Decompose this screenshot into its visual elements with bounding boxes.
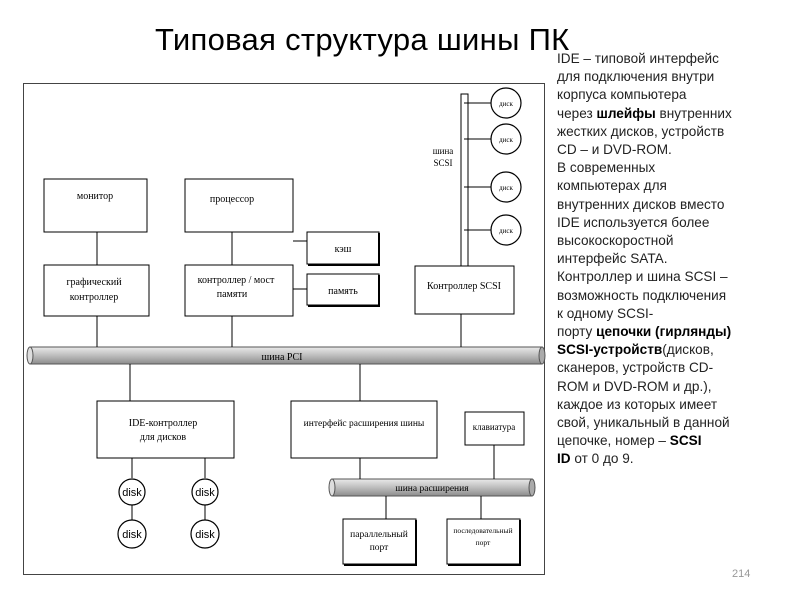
parallel-port-label-line2: порт [370, 543, 389, 553]
monitor-label: монитор [77, 191, 113, 202]
scsi-disk-2-label: диск [499, 136, 513, 144]
keyboard-box [464, 411, 525, 446]
ide-controller-label-line2: для дисков [140, 432, 186, 443]
scsi-disk-4 [490, 214, 522, 246]
p1-line: корпуса компьютера [557, 87, 687, 103]
ide-disk-4-label: disk [195, 529, 215, 541]
expansion-bus-label: шина расширения [395, 484, 469, 494]
scsi-bus-label-line2: SCSI [433, 158, 452, 168]
scsi-disk-1-label: диск [499, 100, 513, 108]
p3-line: Контроллер и шина SCSI – [557, 269, 728, 285]
p3-id: ID [557, 451, 571, 467]
parallel-port-box [342, 518, 417, 565]
scsi-controller-box [414, 265, 515, 315]
graphics-controller-label-line2: контроллер [70, 292, 118, 303]
scsi-disk-4-label: диск [499, 227, 513, 235]
ide-disk-2 [191, 478, 219, 506]
memory-controller-label-line1: контроллер / мост [198, 275, 275, 286]
scsi-disk-3 [490, 171, 522, 203]
serial-port-label-line1: последовательный [453, 526, 512, 535]
scsi-controller-label: Контроллер SCSI [427, 281, 501, 292]
p3-line: SCSI-устройств(дисков, [557, 341, 772, 359]
diagram-canvas: шина PCI шина расширения шина SCSI [26, 87, 546, 566]
p3-line: ID от 0 до 9. [557, 450, 772, 468]
pci-bus-label: шина PCI [262, 352, 303, 363]
p2-line: компьютерах для [557, 178, 667, 194]
ide-disk-2-label: disk [195, 487, 215, 499]
p3-line: каждое из которых имеет [557, 396, 718, 412]
p1-line: для подключения внутри [557, 69, 715, 85]
memory-label: память [328, 286, 358, 297]
p2-line: интерфейс SATA. [557, 251, 668, 267]
processor-box [184, 178, 294, 233]
p3-port: порту [557, 324, 597, 340]
p3-line: цепочке, номер – SCSI [557, 432, 772, 450]
ide-disk-1 [118, 478, 146, 506]
memory-controller-box [184, 264, 294, 317]
pci-bus: шина PCI [26, 346, 546, 365]
memory-controller-label-line2: памяти [217, 289, 248, 300]
scsi-disk-2 [490, 123, 522, 155]
ide-disk-4 [190, 519, 220, 549]
monitor-box [43, 178, 148, 233]
graphics-controller-box [43, 264, 150, 317]
p3-chain: цепочке, номер – [557, 433, 670, 449]
p3-line: порту цепочки (гирлянды) [557, 323, 772, 341]
p3-end: от 0 до 9. [570, 451, 634, 467]
p1-via: через [557, 105, 597, 121]
p3-line: свой, уникальный в данной [557, 415, 730, 431]
p3-rest: (дисков, [662, 342, 714, 358]
p2-line: IDE используется более [557, 214, 710, 230]
p1-line: CD – и DVD-ROM. [557, 142, 672, 158]
p3-line: возможность подключения [557, 287, 727, 303]
p1-rest: внутренних [655, 105, 732, 121]
p1-bold: шлейфы [596, 105, 656, 121]
scsi-disk-1 [490, 87, 522, 119]
serial-port-label-line2: порт [476, 538, 491, 547]
scsi-disk-3-label: диск [499, 184, 513, 192]
p1-line: IDE – типовой интерфейс [557, 51, 719, 66]
p1-line: жестких дисков, устройств [557, 123, 725, 139]
p3-scsi: SCSI [669, 433, 702, 449]
ide-disk-3-label: disk [122, 529, 142, 541]
p3-bold-devices: SCSI-устройств [557, 342, 663, 358]
p3-line: ROM и DVD-ROM и др.), [557, 378, 712, 394]
bus-structure-diagram: шина PCI шина расширения шина SCSI [23, 83, 546, 575]
parallel-port-label-line1: параллельный [350, 529, 408, 540]
bus-extension-interface-label: интерфейс расширения шины [304, 418, 425, 429]
processor-label: процессор [210, 194, 254, 205]
p1-line: через шлейфы внутренних [557, 105, 772, 123]
ide-disk-1-label: disk [122, 487, 142, 499]
explanation-text: IDE – типовой интерфейс для подключения … [557, 50, 772, 469]
p3-line: к одному SCSI- [557, 305, 654, 321]
slide-title: Типовая структура шины ПК [155, 22, 570, 57]
bus-extension-interface-box [290, 400, 438, 459]
p3-bold-chain: цепочки (гирлянды) [596, 324, 732, 340]
expansion-bus: шина расширения [328, 478, 536, 497]
page-number: 214 [732, 568, 751, 580]
keyboard-label: клавиатура [473, 422, 516, 432]
scsi-bus-label-line1: шина [433, 146, 454, 156]
ide-controller-label-line1: IDE-контроллер [129, 418, 197, 429]
p2-line: внутренних дисков вместо [557, 196, 725, 212]
p2-line: В современных [557, 160, 656, 176]
cache-label: кэш [335, 244, 352, 255]
ide-disk-3 [117, 519, 147, 549]
p2-line: высокоскоростной [557, 233, 674, 249]
ide-controller-box [96, 400, 235, 459]
scsi-bus: шина SCSI [433, 93, 469, 267]
p3-line: сканеров, устройств CD- [557, 360, 714, 376]
graphics-controller-label-line1: графический [66, 277, 122, 288]
